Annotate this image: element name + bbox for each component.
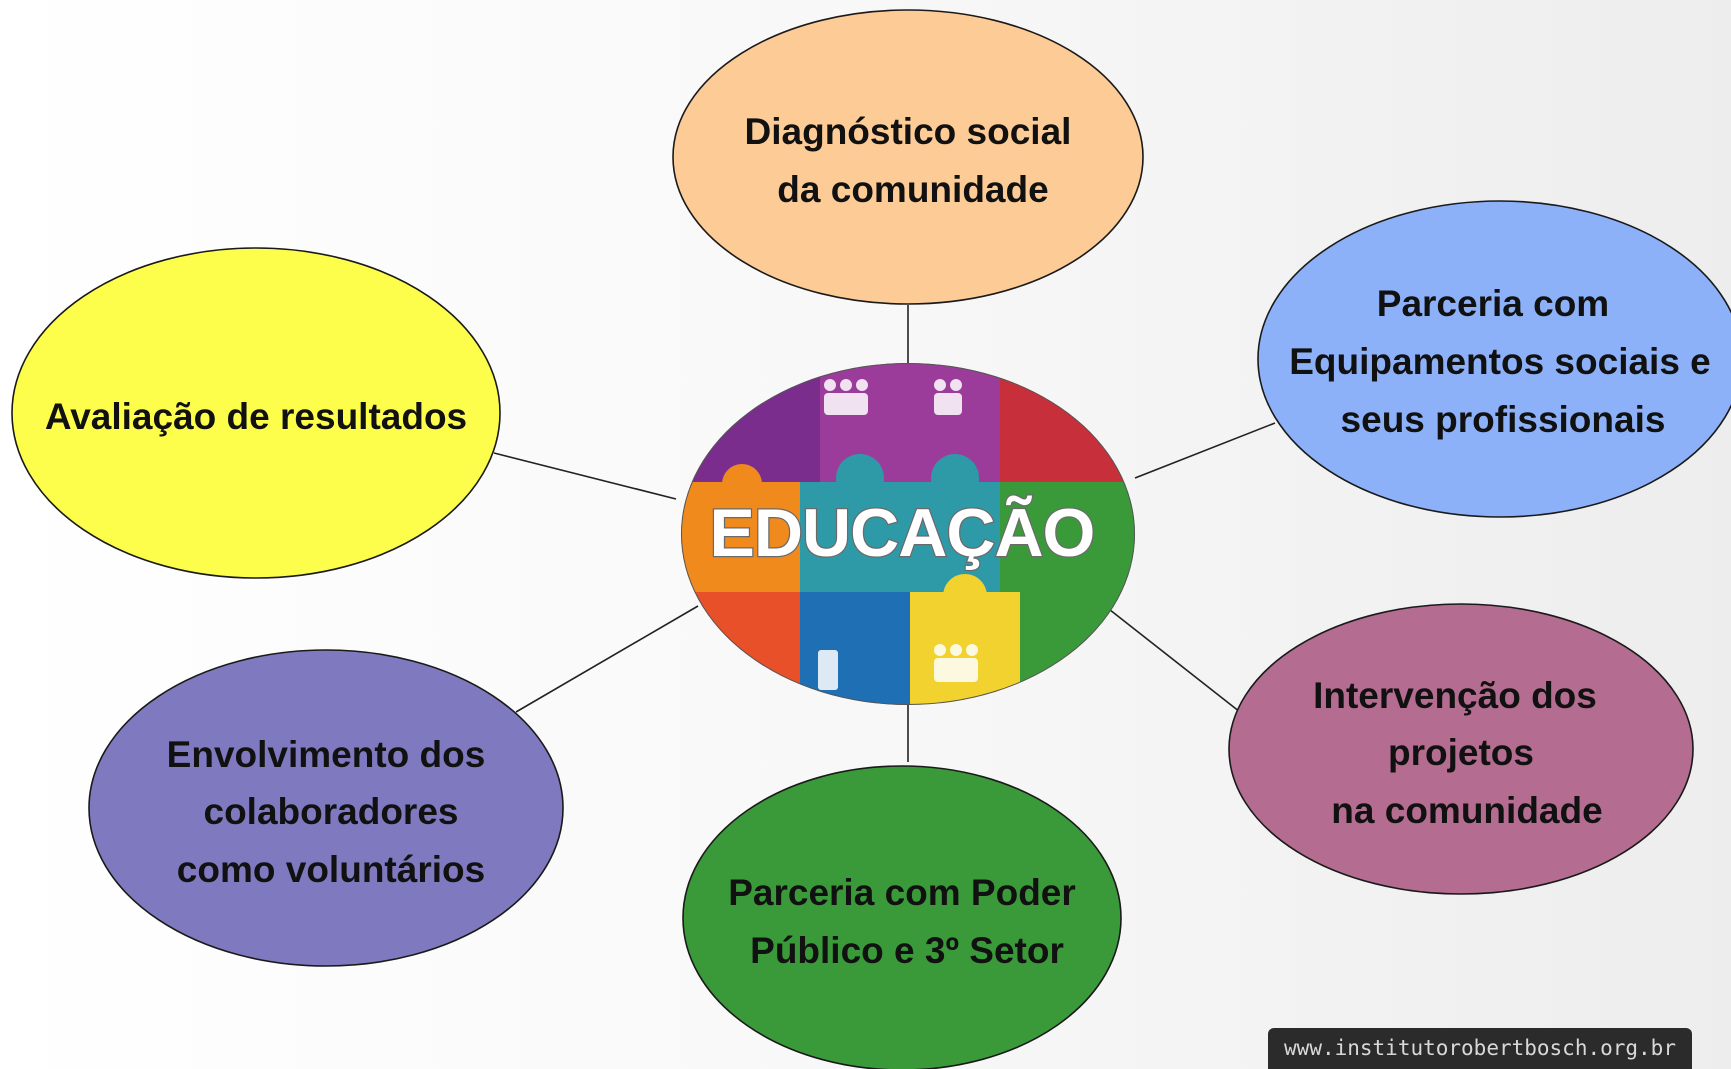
puzzle-piece bbox=[800, 592, 910, 705]
puzzle-piece bbox=[1020, 592, 1135, 705]
connector-bottom-right bbox=[1104, 605, 1241, 713]
puzzle-knob bbox=[1028, 520, 1068, 560]
node-ellipse bbox=[682, 765, 1122, 1069]
people-icon bbox=[818, 379, 978, 690]
node-ellipse bbox=[11, 247, 501, 579]
connector-lines bbox=[493, 305, 1276, 762]
puzzle-knob bbox=[943, 574, 987, 618]
node-ellipse bbox=[672, 9, 1144, 305]
node-ellipse bbox=[1228, 603, 1694, 895]
puzzle-knob bbox=[931, 454, 979, 502]
website-watermark: www.institutorobertbosch.org.br bbox=[1268, 1028, 1692, 1069]
puzzle-piece bbox=[800, 482, 1000, 592]
connector-left bbox=[493, 452, 677, 500]
puzzle-knob bbox=[722, 464, 762, 504]
node-avaliacao: Avaliação de resultados bbox=[11, 247, 501, 579]
puzzle-knob bbox=[887, 394, 923, 430]
puzzle-piece bbox=[1000, 363, 1135, 482]
puzzle-piece bbox=[681, 592, 800, 705]
puzzle-knob bbox=[836, 454, 884, 502]
connector-bottom-left bbox=[515, 605, 699, 713]
center-node: EDUCAÇÃO bbox=[681, 363, 1135, 705]
node-label: Avaliação de resultados bbox=[45, 396, 467, 437]
center-label: EDUCAÇÃO bbox=[710, 495, 1095, 571]
node-ellipse bbox=[1257, 200, 1731, 518]
node-ellipse bbox=[88, 649, 564, 967]
connector-top-right bbox=[1134, 422, 1276, 479]
